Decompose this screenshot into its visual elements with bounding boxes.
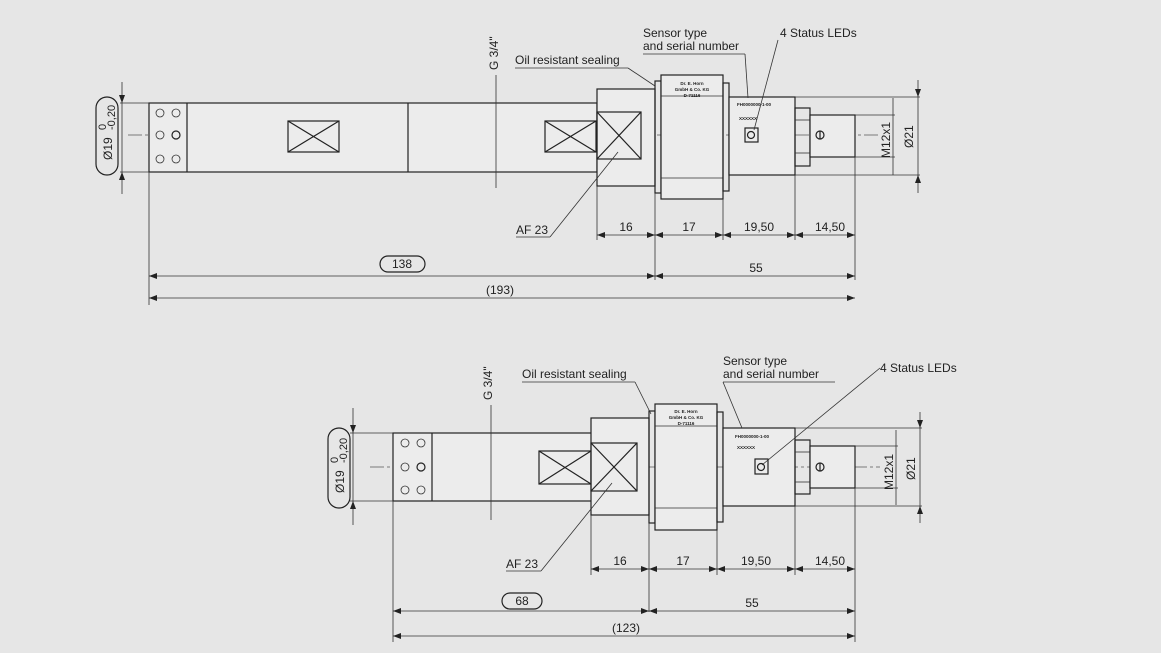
svg-text:Dr. E. Horn: Dr. E. Horn (674, 409, 698, 414)
hex-wrench-marker (596, 111, 642, 160)
svg-text:17: 17 (676, 554, 690, 568)
probe-holes (400, 438, 426, 495)
m12-connector (809, 114, 856, 158)
svg-text:AF 23: AF 23 (516, 223, 548, 237)
svg-text:FH0000000-1-00: FH0000000-1-00 (735, 434, 770, 439)
sensor-body (654, 403, 718, 531)
svg-text:14,50: 14,50 (815, 554, 845, 568)
svg-text:GmbH & Co. KG: GmbH & Co. KG (669, 415, 704, 420)
svg-text:Sensor type: Sensor type (643, 26, 707, 40)
svg-text:68: 68 (515, 594, 529, 608)
svg-text:AF 23: AF 23 (506, 557, 538, 571)
svg-text:-0,20: -0,20 (106, 105, 118, 130)
status-led (744, 127, 759, 143)
svg-text:and serial number: and serial number (643, 39, 739, 53)
svg-text:-0,20: -0,20 (338, 438, 350, 463)
svg-text:Ø19: Ø19 (333, 470, 347, 493)
hex-body (590, 417, 650, 516)
svg-text:Oil resistant sealing: Oil resistant sealing (515, 53, 620, 67)
svg-text:(123): (123) (612, 621, 640, 635)
svg-text:GmbH & Co. KG: GmbH & Co. KG (675, 87, 710, 92)
svg-text:and serial number: and serial number (723, 367, 819, 381)
wrench-flat-marker-2 (544, 120, 597, 153)
svg-text:19,50: 19,50 (741, 554, 771, 568)
diameter-callout: Ø19 0 -0,20 (95, 96, 119, 176)
svg-text:4 Status LEDs: 4 Status LEDs (880, 361, 957, 375)
svg-text:Ø21: Ø21 (902, 125, 916, 148)
name-plate: Dr. E. Horn GmbH & Co. KG D-71116 (669, 409, 704, 426)
svg-text:16: 16 (613, 554, 627, 568)
svg-text:(193): (193) (486, 283, 514, 297)
svg-text:M12x1: M12x1 (882, 454, 896, 490)
probe-tube (392, 432, 594, 502)
m12-connector (809, 445, 856, 489)
svg-text:Ø19: Ø19 (101, 137, 115, 160)
svg-text:FH0000000-1-00: FH0000000-1-00 (737, 102, 772, 107)
svg-text:19,50: 19,50 (744, 220, 774, 234)
svg-text:55: 55 (745, 596, 759, 610)
svg-text:0: 0 (329, 457, 341, 463)
svg-text:0: 0 (97, 124, 109, 130)
drawing-view-long: Dr. E. Horn GmbH & Co. KG D-71116 FH0000… (95, 26, 921, 305)
svg-text:138: 138 (392, 257, 412, 271)
status-led (754, 458, 769, 475)
svg-text:4 Status LEDs: 4 Status LEDs (780, 26, 857, 40)
hex-body (596, 88, 656, 187)
svg-text:Sensor type: Sensor type (723, 354, 787, 368)
svg-text:XXXXXX: XXXXXX (739, 116, 757, 121)
svg-text:Ø21: Ø21 (904, 457, 918, 480)
hex-wrench-marker (590, 442, 638, 492)
diameter-callout: Ø19 0 -0,20 (327, 427, 351, 509)
svg-text:G 3/4": G 3/4" (487, 36, 501, 70)
drawing-view-short: Dr. E. Horn GmbH & Co. KG D-71116 FH0000… (327, 354, 957, 642)
svg-text:17: 17 (682, 220, 696, 234)
led-ring (722, 427, 796, 507)
probe-holes (155, 108, 181, 164)
svg-text:D-71116: D-71116 (678, 421, 695, 426)
svg-text:Oil resistant sealing: Oil resistant sealing (522, 367, 627, 381)
svg-text:D-71116: D-71116 (684, 93, 701, 98)
svg-text:Dr. E. Horn: Dr. E. Horn (680, 81, 704, 86)
svg-text:55: 55 (749, 261, 763, 275)
svg-text:M12x1: M12x1 (879, 122, 893, 158)
probe-tube (148, 102, 598, 173)
wrench-flat-marker (287, 120, 340, 153)
led-ring (728, 96, 796, 176)
svg-text:XXXXXX: XXXXXX (737, 445, 755, 450)
svg-text:G 3/4": G 3/4" (481, 366, 495, 400)
name-plate: Dr. E. Horn GmbH & Co. KG D-71116 (675, 81, 710, 98)
svg-text:14,50: 14,50 (815, 220, 845, 234)
svg-text:16: 16 (619, 220, 633, 234)
